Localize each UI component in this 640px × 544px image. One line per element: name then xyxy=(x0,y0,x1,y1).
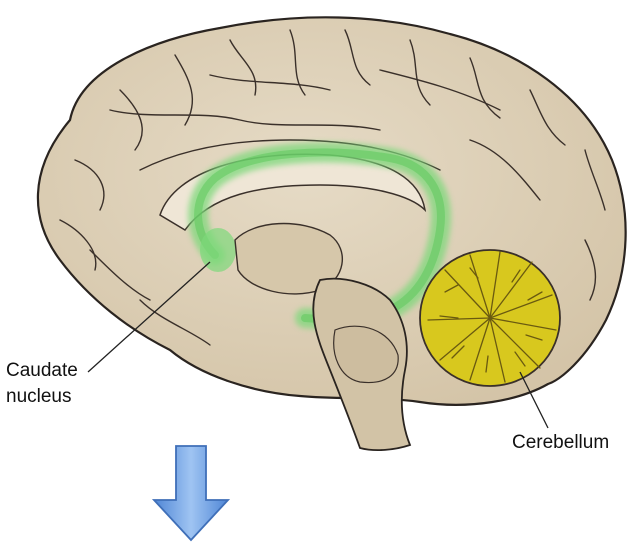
caudate-label-line-2: nucleus xyxy=(6,386,72,408)
caudate-label-line-1: Caudate xyxy=(6,360,78,382)
cerebellum xyxy=(420,250,560,386)
down-arrow-icon xyxy=(154,446,228,540)
cerebellum-label: Cerebellum xyxy=(512,432,609,454)
